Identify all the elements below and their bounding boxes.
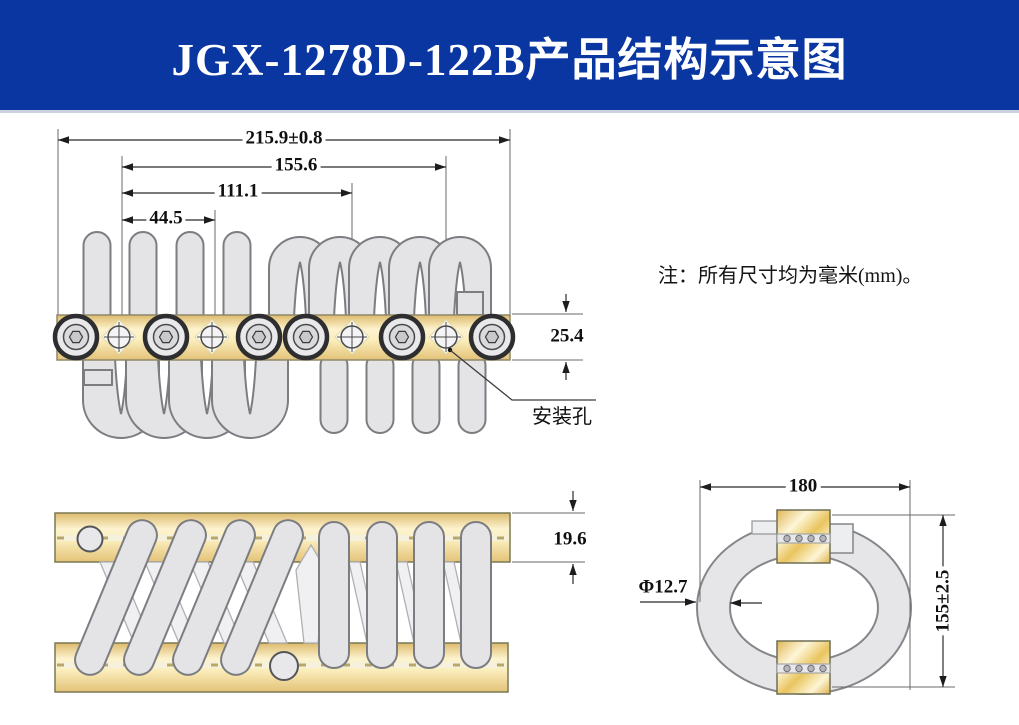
bolt	[378, 313, 426, 361]
mounting-hole	[334, 319, 370, 355]
wire-strand	[220, 519, 304, 676]
bolt-holes	[52, 313, 516, 361]
front-view	[54, 491, 585, 693]
wire-loop	[319, 351, 349, 434]
units-note: 注：所有尺寸均为毫米(mm)。	[658, 265, 923, 287]
mounting-holes	[101, 319, 464, 355]
side-view	[52, 129, 596, 439]
wire-ring	[695, 521, 913, 695]
bolt	[468, 313, 516, 361]
wire-strand	[74, 519, 158, 676]
mounting-hole-leader	[447, 347, 596, 401]
wire-loop	[128, 231, 158, 328]
wire-strand	[460, 521, 492, 669]
dim-bar-thickness: 19.6	[550, 529, 590, 551]
wire-section-circle	[269, 651, 299, 681]
near-side-wires	[74, 519, 492, 676]
wire-loop	[457, 351, 487, 434]
mounting-hole	[428, 319, 464, 355]
bottom-clamp-block	[776, 640, 831, 695]
end-view-dimensions	[640, 480, 955, 690]
page-title: JGX-1278D-122B产品结构示意图	[171, 34, 848, 85]
wire-loop	[82, 231, 112, 328]
wire-loop	[175, 231, 205, 328]
wire-step-tab	[751, 520, 779, 535]
wire-loop	[222, 231, 252, 328]
wire-end-tab	[456, 291, 484, 316]
bolt	[282, 313, 330, 361]
dim-overall-length: 215.9±0.8	[242, 128, 326, 150]
dim-hole-span-short: 44.5	[146, 208, 186, 230]
wire-end-tab	[83, 369, 113, 386]
wire-strand	[172, 519, 256, 676]
dim-end-height: 155±2.5	[933, 566, 955, 636]
bolt	[52, 313, 100, 361]
top-clamp-block	[776, 509, 831, 564]
wire-strand	[366, 521, 398, 669]
wire-loop	[365, 351, 395, 434]
wire-section-circle	[76, 525, 104, 553]
wire-arch	[211, 357, 289, 439]
title-banner: JGX-1278D-122B产品结构示意图	[0, 0, 1019, 113]
mounting-hole-label: 安装孔	[532, 406, 592, 428]
bolt	[235, 313, 283, 361]
wire-end-tab	[828, 523, 854, 554]
bolt	[142, 313, 190, 361]
wire-coils-upper	[82, 231, 492, 328]
thickness-dimension	[512, 491, 585, 584]
wire-strand	[123, 519, 207, 676]
wire-loop	[411, 351, 441, 434]
end-view	[640, 480, 955, 695]
mounting-hole	[194, 319, 230, 355]
dim-wire-diameter: Φ12.7	[635, 577, 691, 599]
dim-bar-width: 25.4	[547, 326, 587, 348]
wire-coils-lower	[82, 351, 487, 439]
dim-hole-span-long: 155.6	[271, 155, 321, 177]
dim-end-width: 180	[785, 476, 821, 498]
wire-strand	[413, 521, 445, 669]
dim-hole-span-mid: 111.1	[214, 181, 262, 203]
mounting-hole	[101, 319, 137, 355]
wire-strand	[318, 521, 350, 669]
